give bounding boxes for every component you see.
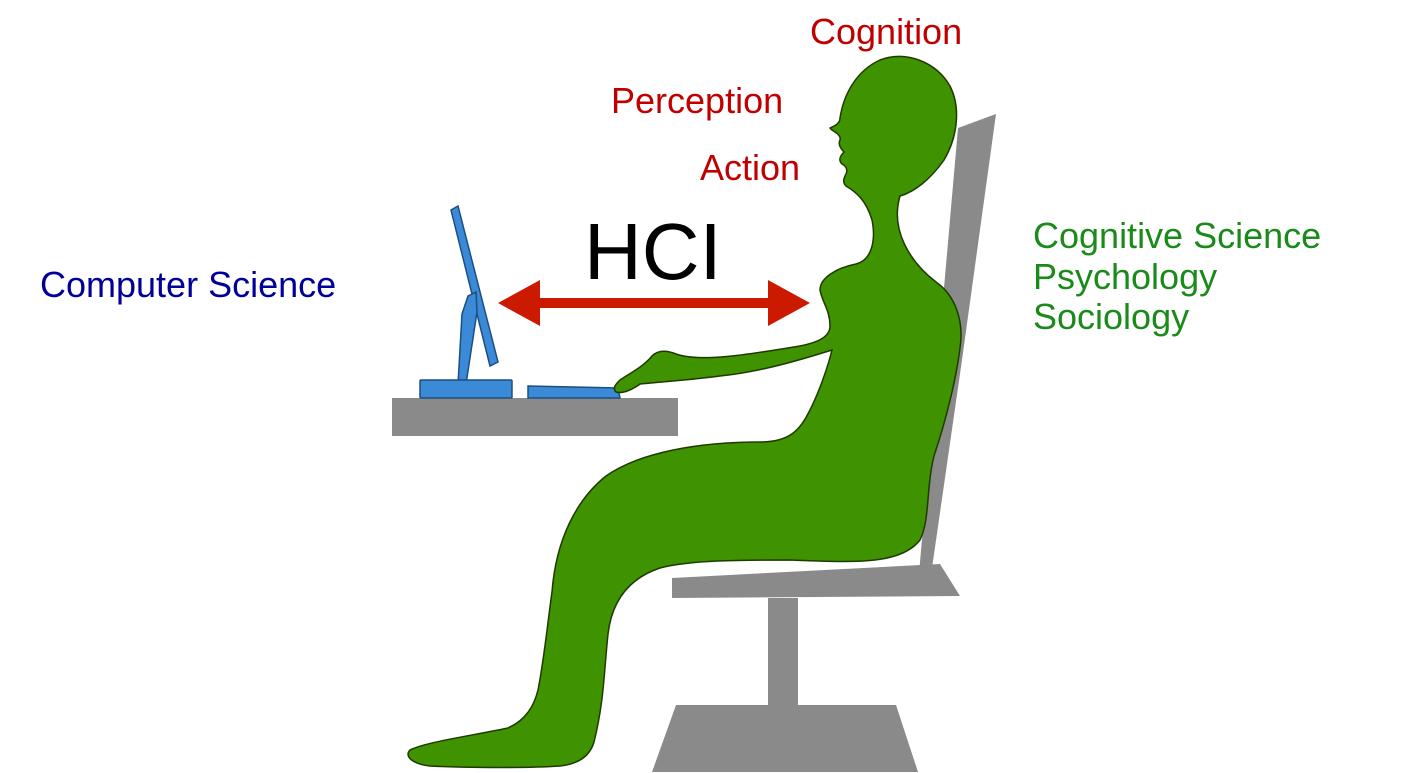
perception-label: Perception xyxy=(611,80,784,121)
sociology-label: Sociology xyxy=(1033,296,1190,338)
psychology-label: Psychology xyxy=(1033,255,1218,297)
seated-person-icon xyxy=(407,55,962,769)
computer-science-label: Computer Science xyxy=(40,264,337,305)
computer-monitor-icon xyxy=(419,204,513,399)
action-label: Action xyxy=(700,147,801,188)
keyboard-icon xyxy=(527,385,621,399)
human-sciences-list: Cognitive Science Psychology Sociology xyxy=(1033,215,1322,338)
double-headed-arrow-icon xyxy=(498,280,810,326)
chair-base xyxy=(652,705,918,772)
chair-post xyxy=(768,598,798,710)
hci-label: HCI xyxy=(584,207,722,296)
cognition-label: Cognition xyxy=(810,11,963,52)
chair-seat xyxy=(672,564,960,598)
desk-icon xyxy=(392,398,678,436)
cognitive-science-label: Cognitive Science xyxy=(1033,215,1322,256)
